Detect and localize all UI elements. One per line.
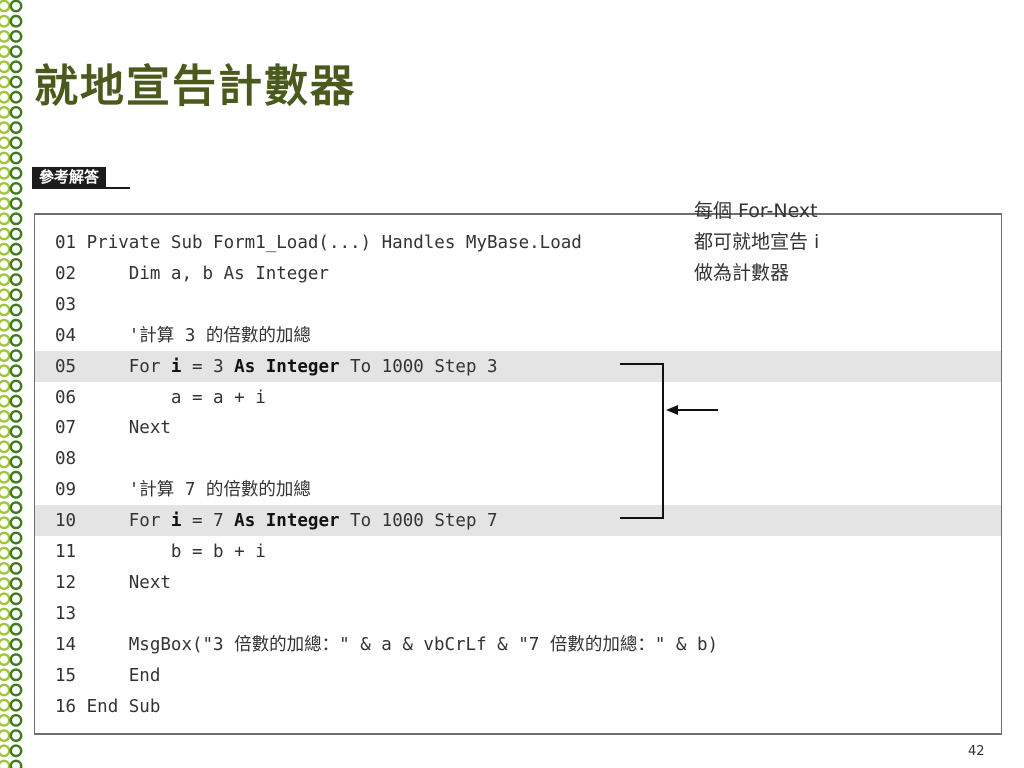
code-line-text: 06 a = a + i [55, 388, 266, 408]
slide-title: 就地宣告計數器 [34, 61, 356, 112]
code-line: 03 [35, 289, 1001, 320]
annotation-line-1: 每個 For-Next [694, 200, 818, 222]
code-line: 02 Dim a, b As Integer [35, 258, 1001, 289]
code-segment: End [86, 665, 161, 686]
code-line: 04 '計算 3 的倍數的加總 [35, 320, 1001, 351]
line-number: 03 [55, 294, 77, 315]
code-segment: For [86, 356, 171, 377]
annotation-callout: 每個 For-Next 都可就地宣告 i 做為計數器 [694, 196, 819, 289]
code-line: 13 [35, 598, 1001, 629]
line-number: 10 [55, 511, 77, 532]
code-line-text: 05 For i = 3 As Integer To 1000 Step 3 [55, 357, 498, 377]
code-segment: End Sub [86, 696, 161, 717]
code-line-text: 10 For i = 7 As Integer To 1000 Step 7 [55, 511, 498, 531]
code-segment: To 1000 Step 7 [339, 511, 498, 532]
code-segment: Private Sub Form1_Load(...) Handles MyBa… [86, 233, 582, 253]
code-segment: Next [86, 418, 171, 439]
code-line-text: 15 End [55, 666, 160, 686]
code-segment: = 3 [181, 356, 235, 377]
line-number: 12 [55, 572, 77, 593]
code-line: 15 End [35, 660, 1001, 691]
code-line: 09 '計算 7 的倍數的加總 [35, 474, 1001, 505]
code-line-text: 14 MsgBox("3 倍數的加總：" & a & vbCrLf & "7 倍… [55, 635, 718, 655]
line-number: 01 [55, 233, 77, 253]
code-listing: 01 Private Sub Form1_Load(...) Handles M… [34, 213, 1002, 735]
code-segment: Dim a, b As Integer [86, 263, 329, 284]
line-number: 11 [55, 542, 77, 562]
code-line-text: 09 '計算 7 的倍數的加總 [55, 480, 311, 500]
code-line-text: 04 '計算 3 的倍數的加總 [55, 326, 311, 346]
code-line: 16 End Sub [35, 691, 1001, 722]
code-segment: '計算 3 的倍數的加總 [86, 325, 311, 346]
answer-divider [32, 187, 130, 189]
code-keyword-bold: i [170, 356, 182, 377]
code-line: 08 [35, 443, 1001, 474]
code-segment: a = a + i [86, 387, 266, 408]
code-line: 07 Next [35, 412, 1001, 443]
code-line: 14 MsgBox("3 倍數的加總：" & a & vbCrLf & "7 倍… [35, 629, 1001, 660]
line-number: 08 [55, 449, 77, 470]
code-segment: For [86, 511, 171, 532]
annotation-line-3: 做為計數器 [694, 262, 790, 284]
code-segment: To 1000 Step 3 [339, 356, 498, 377]
code-line-text: 07 Next [55, 418, 171, 438]
code-keyword-bold: As Integer [234, 511, 340, 532]
line-number: 04 [55, 325, 77, 346]
code-segment: '計算 7 的倍數的加總 [86, 480, 311, 501]
line-number: 02 [55, 263, 77, 284]
code-keyword-bold: i [170, 511, 182, 532]
line-number: 07 [55, 418, 77, 439]
line-number: 14 [55, 634, 77, 655]
code-line-text: 16 End Sub [55, 697, 160, 717]
code-segment: Next [86, 572, 171, 593]
line-number: 09 [55, 480, 77, 501]
code-line: 05 For i = 3 As Integer To 1000 Step 3 [35, 350, 1001, 382]
code-line-text: 12 Next [55, 573, 171, 593]
code-line-text: 03 [55, 295, 87, 315]
code-segment: = 7 [181, 511, 235, 532]
code-line: 12 Next [35, 567, 1001, 598]
code-line-text: 11 b = b + i [55, 542, 266, 562]
code-line: 06 a = a + i [35, 382, 1001, 413]
decorative-dot-border [0, 0, 23, 768]
code-line-text: 02 Dim a, b As Integer [55, 264, 329, 284]
annotation-line-2: 都可就地宣告 i [694, 231, 820, 253]
answer-label: 參考解答 [32, 167, 107, 189]
code-line: 11 b = b + i [35, 536, 1001, 567]
page-number: 42 [968, 744, 985, 759]
code-line-text: 08 [55, 449, 87, 469]
line-number: 05 [55, 356, 77, 377]
bracket-arrow-icon [620, 363, 718, 519]
code-segment: b = b + i [86, 542, 266, 562]
line-number: 06 [55, 387, 77, 408]
code-line: 10 For i = 7 As Integer To 1000 Step 7 [35, 505, 1001, 537]
code-line-text: 13 [55, 604, 87, 624]
line-number: 16 [55, 696, 77, 717]
line-number: 13 [55, 603, 77, 624]
code-line-text: 01 Private Sub Form1_Load(...) Handles M… [55, 233, 582, 253]
code-line: 01 Private Sub Form1_Load(...) Handles M… [35, 227, 1001, 258]
code-segment: MsgBox("3 倍數的加總：" & a & vbCrLf & "7 倍數的加… [86, 634, 719, 655]
code-keyword-bold: As Integer [234, 356, 340, 377]
line-number: 15 [55, 665, 77, 686]
